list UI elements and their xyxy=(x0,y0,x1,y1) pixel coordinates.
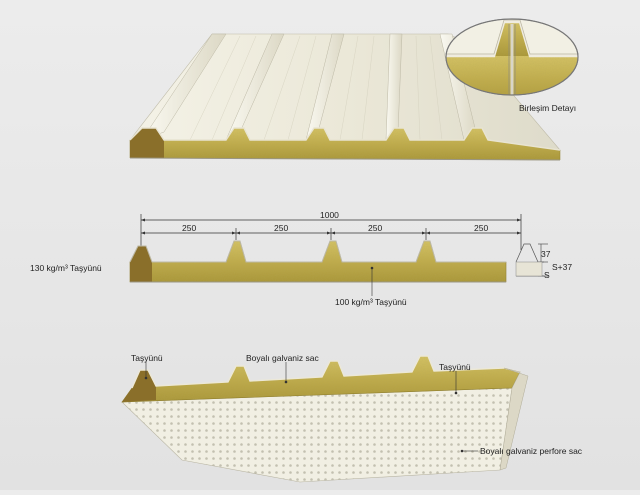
spacing-label-2: 250 xyxy=(274,223,289,233)
thickness-symbol-label: S xyxy=(544,270,550,280)
panel-thickness-label: S+37 xyxy=(552,262,573,272)
rockwool-label-right: Taşyünü xyxy=(439,362,471,372)
rockwool-label-left: Taşyünü xyxy=(131,353,163,363)
total-width-label: 1000 xyxy=(320,210,339,220)
rib-height-label: 37 xyxy=(541,249,551,259)
joint-detail-label: Birleşim Detayı xyxy=(519,103,577,113)
core-wool-density-label: 100 kg/m³ Taşyünü xyxy=(335,297,407,307)
profile-drawing xyxy=(129,214,548,296)
spacing-label-4: 250 xyxy=(474,223,489,233)
edge-wool-density-label: 130 kg/m³ Taşyünü xyxy=(30,263,102,273)
perforated-panel-3d xyxy=(121,355,529,483)
spacing-label-1: 250 xyxy=(182,223,197,233)
perforated-sheet-label: Boyalı galvaniz perfore sac xyxy=(480,446,583,456)
painted-galvanized-sheet-label: Boyalı galvaniz sac xyxy=(246,353,319,363)
spacing-label-3: 250 xyxy=(368,223,383,233)
